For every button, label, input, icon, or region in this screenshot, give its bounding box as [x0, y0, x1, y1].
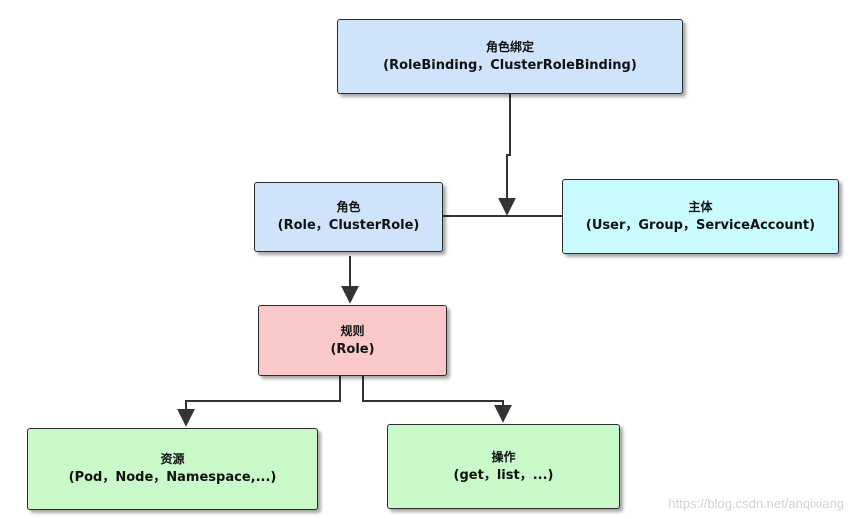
node-operation-title: 操作	[491, 449, 516, 464]
node-rule: 规则 (Role)	[258, 305, 447, 376]
edge-rule-to-operation	[362, 376, 512, 423]
node-resource: 资源 (Pod，Node，Namespace,...)	[27, 428, 318, 510]
node-role-subtitle: (Role，ClusterRole)	[277, 218, 420, 233]
node-operation-subtitle: (get，list，...)	[453, 467, 554, 483]
node-role-title: 角色	[336, 200, 361, 214]
node-resource-subtitle: (Pod，Node，Namespace,...)	[68, 470, 277, 485]
watermark: https://blog.csdn.net/anqixiang	[668, 496, 844, 511]
edge-rule-to-resource	[177, 376, 341, 427]
node-subject-subtitle: (User，Group，ServiceAccount)	[585, 217, 816, 233]
node-resource-title: 资源	[160, 452, 185, 466]
node-subject-title: 主体	[688, 199, 713, 214]
edge-binding-to-connector	[498, 94, 516, 216]
node-rolebinding-title: 角色绑定	[485, 39, 534, 54]
node-rule-subtitle: (Role)	[330, 341, 375, 357]
node-operation: 操作 (get，list，...)	[387, 424, 620, 509]
node-role: 角色 (Role，ClusterRole)	[254, 182, 443, 252]
node-rolebinding-subtitle: (RoleBinding，ClusterRoleBinding)	[383, 57, 637, 73]
node-rolebinding: 角色绑定 (RoleBinding，ClusterRoleBinding)	[337, 19, 683, 94]
node-rule-title: 规则	[340, 323, 365, 338]
node-subject: 主体 (User，Group，ServiceAccount)	[562, 179, 839, 254]
